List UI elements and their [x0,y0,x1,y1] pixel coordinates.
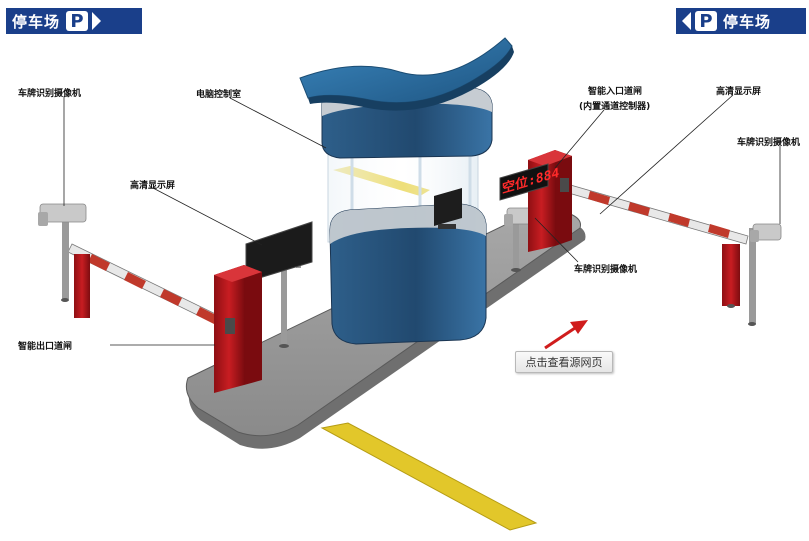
plate-camera-right [748,223,782,326]
parking-sign-right-text: 停车场 [723,12,772,31]
entry-barrier-arm [557,181,749,245]
arrow-left-icon [682,12,691,30]
label-plate-camera-center: 车牌识别摄像机 [574,265,638,275]
label-computer-room: 电脑控制室 [196,90,242,100]
label-smart-exit-gate: 智能出口道闸 [18,342,73,352]
view-source-button[interactable]: 点击查看源网页 [515,351,613,373]
arrow-right-icon [92,12,102,30]
label-smart-entry-gate: 智能入口道闸 [588,87,643,97]
label-entry-gate-note: (内置通道控制器) [579,102,651,112]
label-plate-camera-right: 车牌识别摄像机 [737,138,801,148]
lane-marking-bottom [320,422,538,531]
parking-sign-left-text: 停车场 [12,12,61,31]
label-plate-camera-left: 车牌识别摄像机 [18,89,82,99]
toll-booth [299,37,514,345]
label-hd-display-left: 高清显示屏 [130,181,176,191]
parking-sign-right: P 停车场 [676,8,806,34]
leader-lines [63,94,781,346]
label-hd-display-right: 高清显示屏 [716,87,762,97]
plate-camera-left [38,203,87,302]
entry-gate-cabinet [528,150,572,252]
exit-barrier-rest-post [74,254,90,318]
exit-gate-cabinet [214,265,262,393]
parking-p-icon: P [66,11,89,32]
entry-barrier-rest-post [722,244,740,308]
parking-p-icon: P [695,11,717,32]
exit-barrier-arm [67,243,233,331]
red-direction-arrow [544,320,588,350]
parking-sign-left: 停车场 P [6,8,142,34]
